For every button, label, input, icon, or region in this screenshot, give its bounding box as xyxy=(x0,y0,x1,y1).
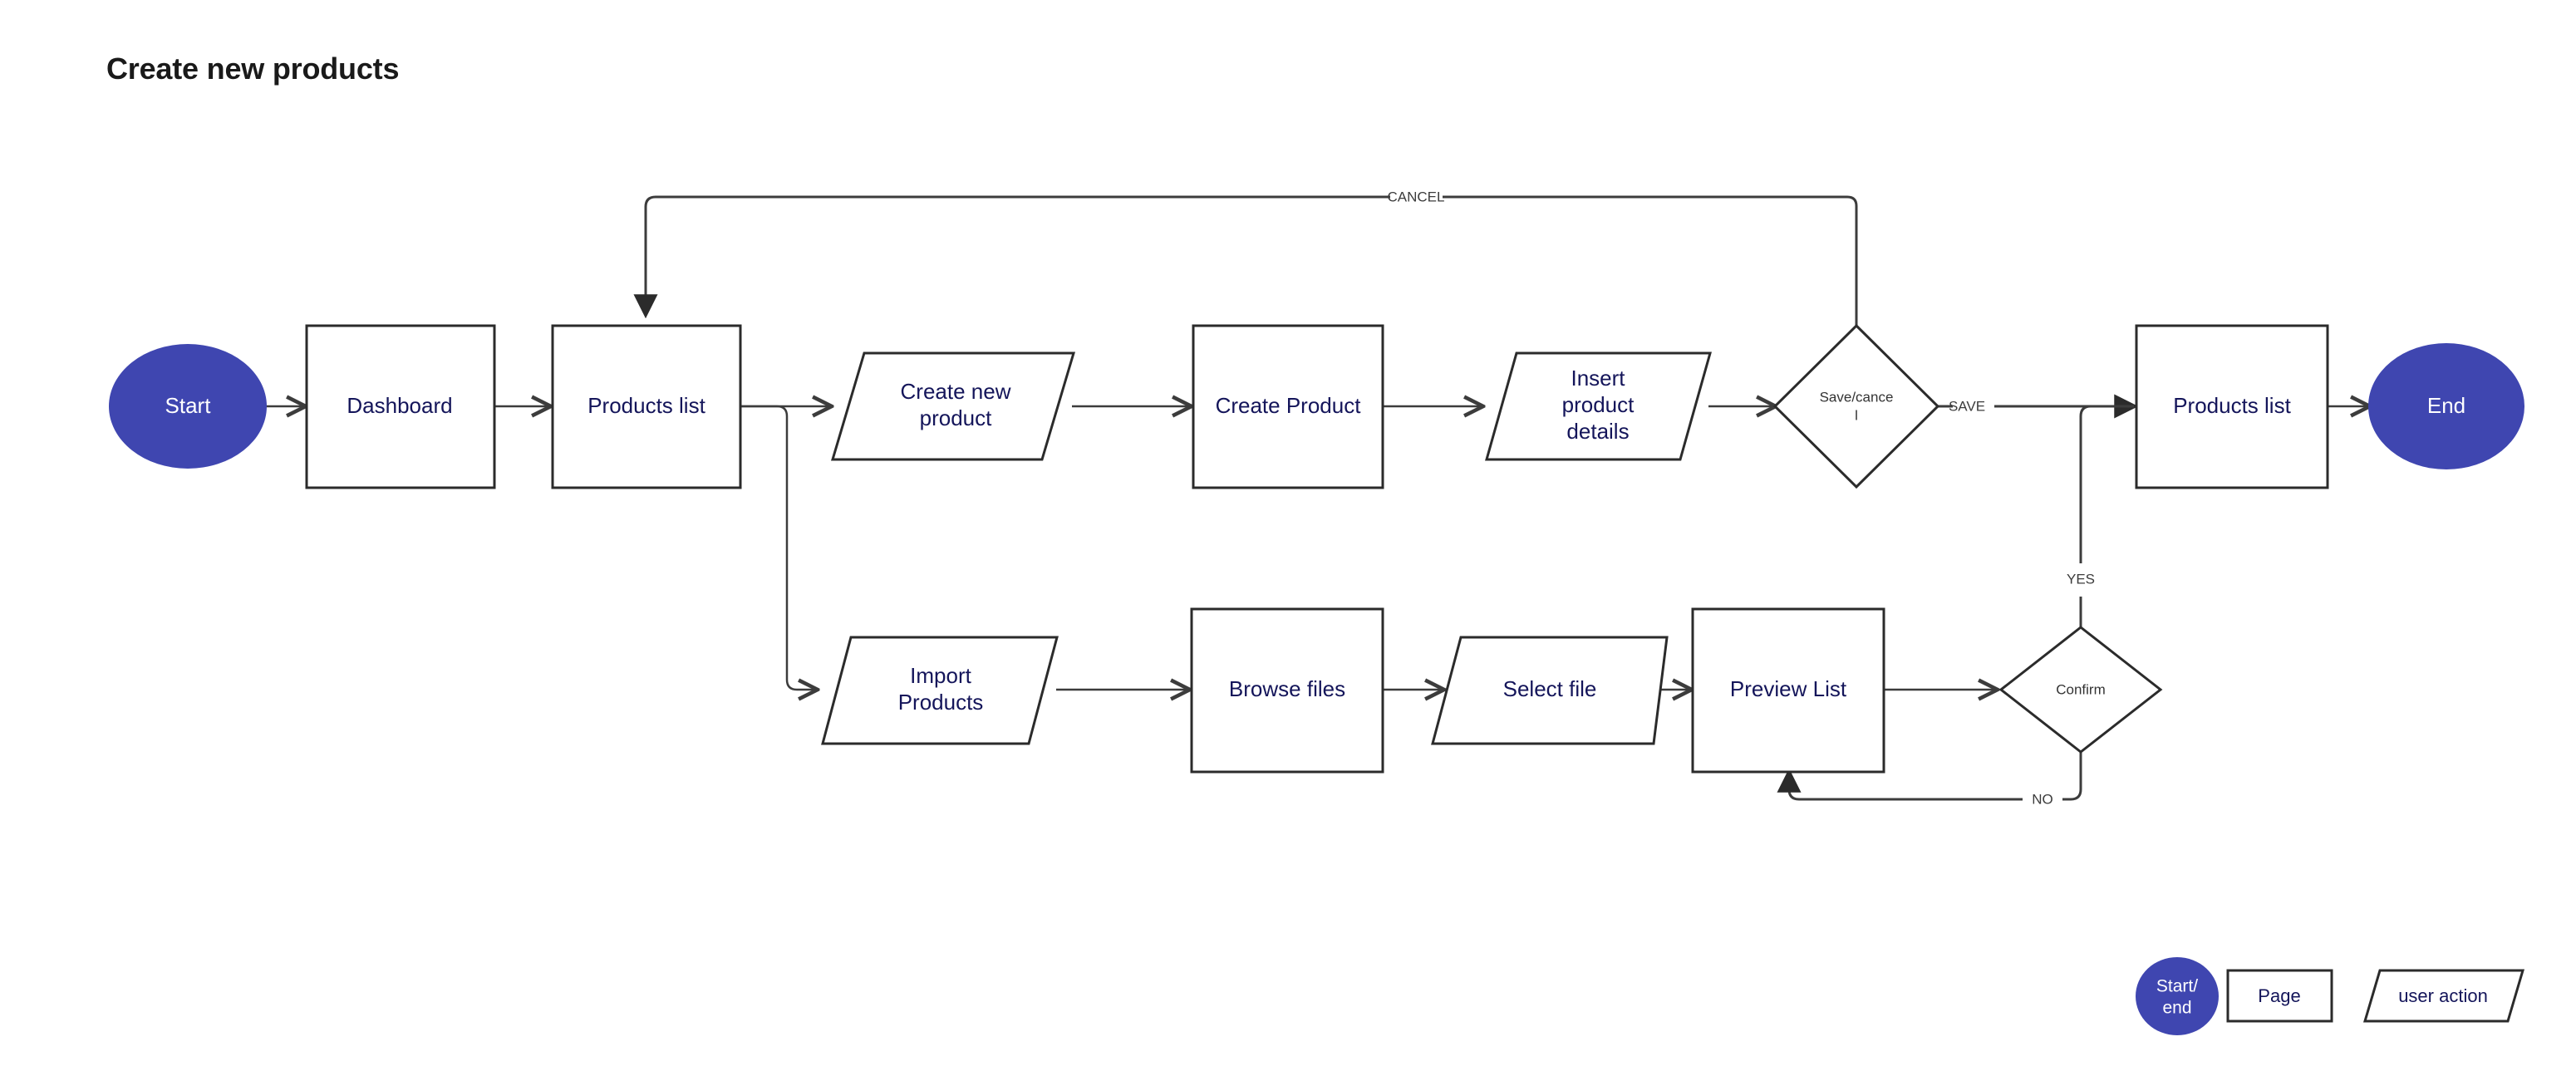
start-ellipse xyxy=(109,344,267,469)
products-list-1-label: Products list xyxy=(587,393,705,418)
dashboard-label: Dashboard xyxy=(347,393,452,418)
import-products-label-line1: Import xyxy=(910,663,971,688)
create-new-product-label-line2: product xyxy=(920,405,992,430)
create-product-rect xyxy=(1192,324,1384,489)
legend-user-action-parallelogram xyxy=(2362,969,2525,1023)
insert-details-label-line2: product xyxy=(1562,392,1635,417)
node-preview-list[interactable]: Preview List xyxy=(1691,607,1885,774)
edge-label-save: SAVE xyxy=(1949,398,1985,414)
create-product-label: Create Product xyxy=(1216,393,1362,418)
insert-details-label-line3: details xyxy=(1566,419,1629,444)
page-title: Create new products xyxy=(106,52,400,86)
node-save-cancel-decision[interactable]: Save/cance l xyxy=(1772,323,1940,489)
edge-cancel-to-products-list xyxy=(646,195,1390,314)
edge-label-yes: YES xyxy=(2067,571,2095,587)
node-select-file[interactable]: Select file xyxy=(1431,636,1669,745)
edge-no-to-preview-list xyxy=(1789,773,2023,801)
node-products-list-2[interactable]: Products list xyxy=(2135,324,2329,489)
node-dashboard[interactable]: Dashboard xyxy=(305,324,496,489)
legend-terminator: Start/ end xyxy=(2136,957,2219,1035)
save-cancel-diamond xyxy=(1772,323,1940,489)
products-list-2-label: Products list xyxy=(2173,393,2291,418)
node-end[interactable]: End xyxy=(2368,343,2524,469)
import-products-label-line2: Products xyxy=(898,690,984,715)
legend-start-end-ellipse xyxy=(2136,957,2219,1035)
confirm-diamond xyxy=(1998,626,2163,754)
end-label: End xyxy=(2427,393,2465,418)
node-import-products[interactable]: Import Products xyxy=(821,636,1059,745)
select-file-label: Select file xyxy=(1503,676,1597,701)
legend: Start/ end Page user action xyxy=(2136,957,2525,1035)
preview-list-rect xyxy=(1691,607,1885,774)
legend-user-action-label: user action xyxy=(2398,985,2488,1006)
import-products-parallelogram xyxy=(821,636,1059,745)
end-ellipse xyxy=(2368,343,2524,469)
dashboard-rect xyxy=(305,324,496,489)
edge-products-list-to-import-products xyxy=(741,405,818,690)
node-products-list-1[interactable]: Products list xyxy=(551,324,742,489)
create-new-product-label-line1: Create new xyxy=(901,379,1011,404)
edge-cancel-right-segment xyxy=(1443,195,1858,326)
node-start[interactable]: Start xyxy=(109,344,267,469)
node-insert-product-details[interactable]: Insert product details xyxy=(1485,351,1712,461)
edge-label-cancel: CANCEL xyxy=(1388,189,1445,204)
edge-no-right-segment xyxy=(2062,752,2082,801)
products-list-2-rect xyxy=(2135,324,2329,489)
node-browse-files[interactable]: Browse files xyxy=(1190,607,1384,774)
save-cancel-label-line2: l xyxy=(1855,407,1858,423)
start-label: Start xyxy=(165,393,212,418)
insert-details-label-line1: Insert xyxy=(1571,366,1625,391)
legend-page: Page xyxy=(2226,969,2333,1023)
legend-page-label: Page xyxy=(2258,985,2300,1006)
node-confirm-decision[interactable]: Confirm xyxy=(1998,626,2163,754)
legend-start-end-label-line1: Start/ xyxy=(2156,977,2198,996)
edge-yes-to-products-list-2 xyxy=(2079,405,2134,563)
confirm-label: Confirm xyxy=(2056,681,2106,697)
insert-product-details-parallelogram xyxy=(1485,351,1712,461)
legend-start-end-label-line2: end xyxy=(2162,999,2191,1018)
create-new-product-parallelogram xyxy=(830,351,1076,461)
edge-label-no: NO xyxy=(2032,791,2053,807)
node-create-new-product[interactable]: Create new product xyxy=(830,351,1076,461)
select-file-parallelogram xyxy=(1431,636,1669,745)
save-cancel-label-line1: Save/cance xyxy=(1820,389,1894,405)
products-list-1-rect xyxy=(551,324,742,489)
legend-page-rect xyxy=(2226,969,2333,1023)
browse-files-rect xyxy=(1190,607,1384,774)
preview-list-label: Preview List xyxy=(1730,676,1847,701)
node-create-product[interactable]: Create Product xyxy=(1192,324,1384,489)
browse-files-label: Browse files xyxy=(1229,676,1345,701)
legend-user-action: user action xyxy=(2362,969,2525,1023)
